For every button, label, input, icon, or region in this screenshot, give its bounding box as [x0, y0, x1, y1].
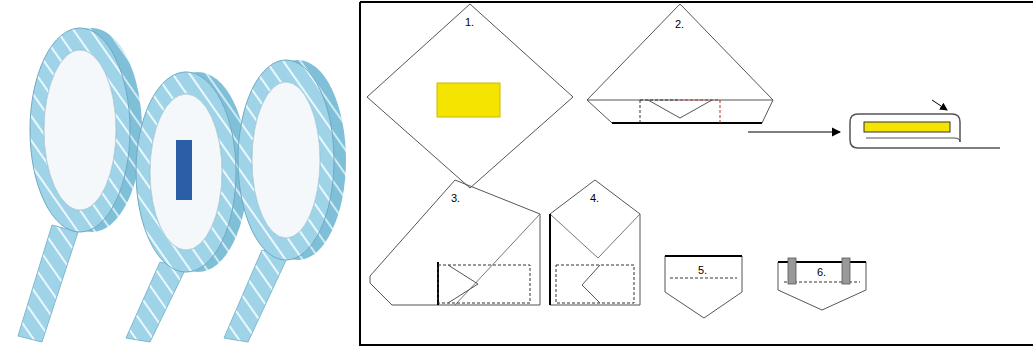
- frame: [360, 2, 1033, 345]
- item: [437, 83, 500, 117]
- flap-tip: [582, 265, 600, 303]
- wrap-package: [665, 256, 742, 318]
- flap-tip: [448, 265, 478, 303]
- step-number: 1.: [465, 16, 474, 28]
- tape-roll: [224, 60, 346, 342]
- tape-roll: [126, 72, 248, 342]
- flap-tip: [648, 100, 712, 118]
- roll-core: [150, 94, 222, 250]
- tape-face: [238, 60, 334, 260]
- item-outline: [670, 278, 737, 279]
- tape-tail: [18, 225, 78, 342]
- fold-edge: [612, 122, 762, 124]
- step-number: 6.: [817, 266, 826, 278]
- wrap-sheet: [370, 180, 540, 305]
- fold-edge: [665, 255, 742, 257]
- item-outline: [556, 265, 634, 303]
- tape-strip: [788, 258, 796, 284]
- tape-tail: [126, 262, 186, 342]
- wrap-sheet: [367, 4, 573, 188]
- tape-face: [136, 72, 236, 272]
- tape-strip: [842, 258, 850, 284]
- item-outline: [640, 100, 680, 123]
- roll-core: [252, 82, 320, 238]
- step-number: 5.: [698, 264, 707, 276]
- step-number: 3.: [451, 192, 460, 204]
- wrap-sheet: [550, 180, 640, 305]
- tape-face: [30, 28, 130, 232]
- arrow: [748, 131, 840, 132]
- wrap-sheet: [587, 4, 773, 100]
- item: [864, 122, 950, 132]
- tape-roll: [18, 28, 142, 342]
- tape-tail: [224, 250, 288, 342]
- fold-edge: [549, 214, 551, 305]
- wrap-section: [866, 138, 960, 142]
- roll-core: [44, 50, 116, 210]
- fold-line: [550, 214, 640, 258]
- item-outline: [680, 100, 720, 123]
- arrow: [932, 100, 947, 110]
- step-number: 2.: [675, 18, 684, 30]
- folded-flap: [587, 100, 773, 123]
- wrap-section: [850, 114, 1000, 148]
- fold-line: [455, 214, 540, 305]
- item-outline: [438, 265, 530, 303]
- step-number: 4.: [590, 192, 599, 204]
- brand-label: [176, 140, 192, 200]
